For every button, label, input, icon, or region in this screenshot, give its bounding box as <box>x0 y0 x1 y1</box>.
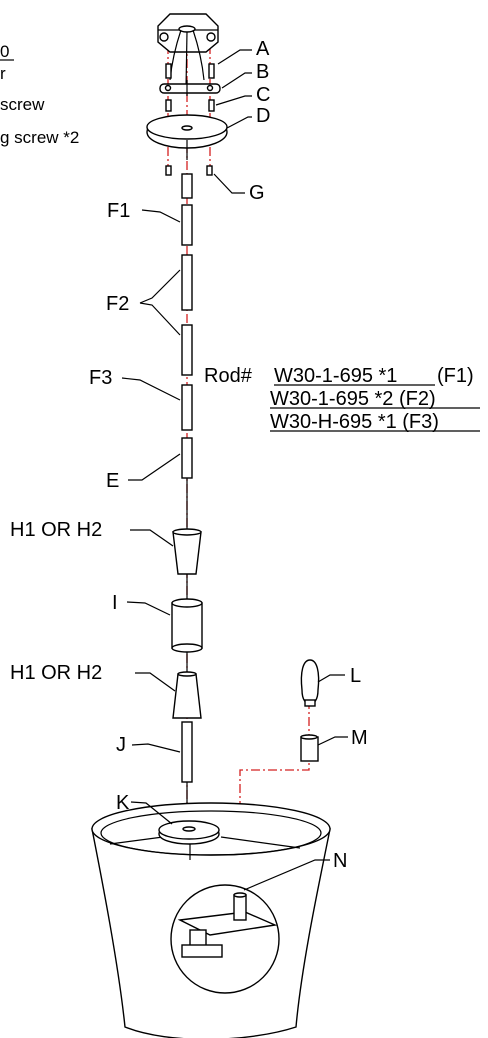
note-line-2: r <box>0 64 6 83</box>
note-line-3: screw <box>0 95 45 114</box>
note-line-4: g screw *2 <box>0 128 79 147</box>
label-j: J <box>116 734 126 756</box>
finials-g <box>165 165 213 176</box>
socket-m <box>300 734 319 762</box>
label-h-upper: H1 OR H2 <box>10 519 102 541</box>
label-a: A <box>256 38 270 60</box>
rod-number-1-tag: (F1) <box>437 365 474 387</box>
label-f2: F2 <box>106 293 129 315</box>
label-h-lower: H1 OR H2 <box>10 662 102 684</box>
note-line-1: 0 <box>0 42 9 61</box>
installation-notes: 0 r screw g screw *2 <box>0 42 79 147</box>
label-d: D <box>256 105 270 127</box>
socket-inset <box>170 884 280 994</box>
rod-f2-lower <box>181 324 193 376</box>
screws-a <box>165 63 215 79</box>
socket-n <box>233 894 247 921</box>
hub-k <box>158 820 220 845</box>
screws-c <box>165 99 215 112</box>
rod-j <box>181 721 193 783</box>
rod-prefix: Rod# <box>204 365 253 387</box>
rod-number-3: W30-H-695 *1 (F3) <box>270 411 439 433</box>
label-l: L <box>350 665 361 687</box>
label-n: N <box>333 850 347 872</box>
label-f3: F3 <box>89 367 112 389</box>
rod-connector <box>181 173 193 199</box>
rod-f3 <box>181 384 193 431</box>
label-e: E <box>106 470 119 492</box>
rod-f1 <box>181 204 193 246</box>
label-f1: F1 <box>107 200 130 222</box>
cone-h-upper <box>172 531 202 575</box>
cylinder-i <box>171 598 203 653</box>
label-g: G <box>249 182 265 204</box>
rod-e <box>181 437 193 479</box>
rod-assembly <box>181 173 193 530</box>
part-labels: A B C D G F1 F2 F3 E H1 OR H2 I H1 OR H2… <box>10 38 368 872</box>
label-i: I <box>112 592 118 614</box>
bulb-l <box>300 659 320 707</box>
label-k: K <box>116 792 130 814</box>
label-b: B <box>256 61 269 83</box>
rod-number-1: W30-1-695 *1 <box>274 365 397 387</box>
rod-numbers: Rod# W30-1-695 *1 (F1) W30-1-695 *2 (F2)… <box>204 365 480 433</box>
leader-lines <box>121 49 348 891</box>
rod-number-2: W30-1-695 *2 (F2) <box>270 388 436 410</box>
rod-f2-upper <box>181 254 193 311</box>
label-c: C <box>256 84 270 106</box>
cone-h-lower <box>172 673 202 719</box>
canopy-box <box>157 13 219 89</box>
canopy-plate-d <box>146 114 228 160</box>
mounting-bar-b <box>159 80 221 96</box>
label-m: M <box>351 727 368 749</box>
